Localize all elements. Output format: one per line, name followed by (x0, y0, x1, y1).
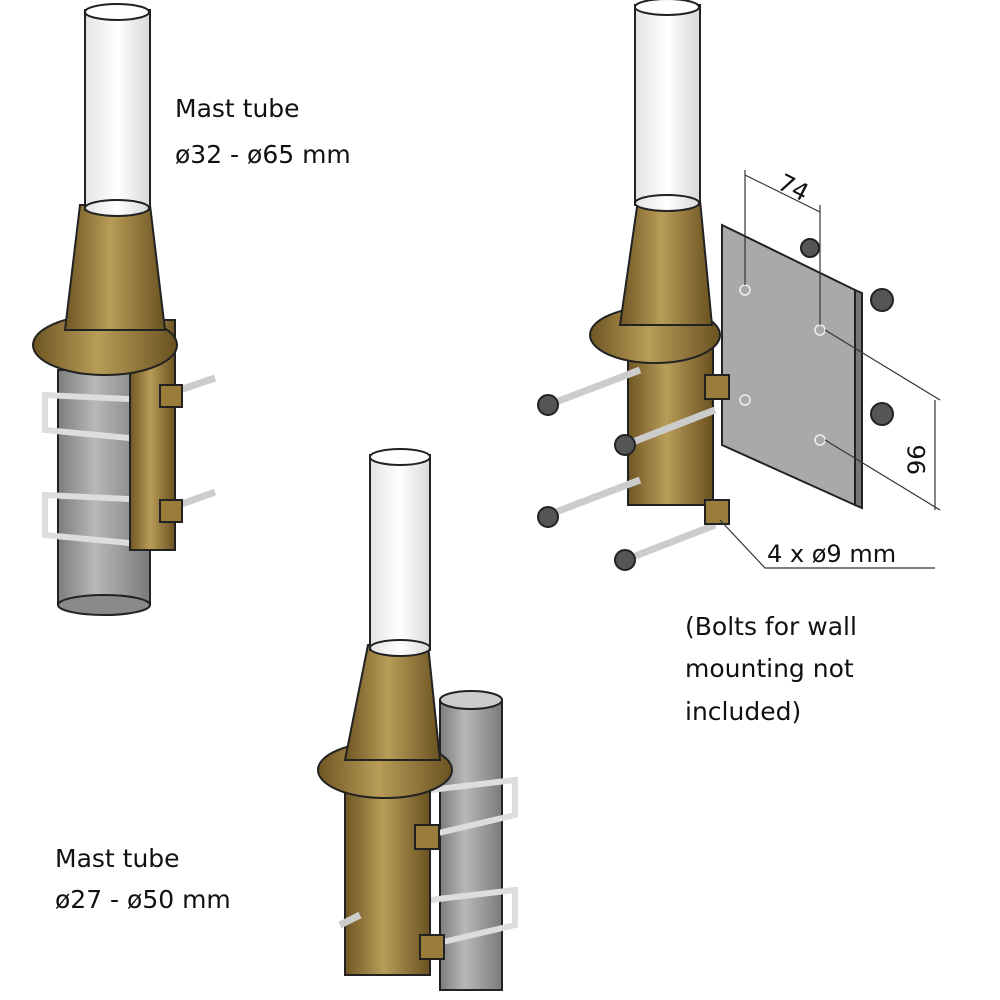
u-bolt (429, 776, 518, 838)
cone (63, 204, 167, 331)
left-mast-label-line2: ø32 - ø65 mm (175, 140, 351, 169)
clamp-nuts (159, 374, 217, 523)
bottom-mast-label-line2: ø27 - ø50 mm (55, 885, 231, 914)
antenna-tube (634, 4, 701, 206)
dimension-height: 96 (903, 444, 931, 475)
wall-mount-assembly: 74 96 4 x ø9 mm (Bolts for wall mounting… (537, 0, 941, 726)
clamp-nuts (338, 824, 445, 960)
left-mount-assembly: Mast tube ø32 - ø65 mm (32, 3, 351, 616)
wall-bolts (537, 366, 717, 571)
left-mast-label-line1: Mast tube (175, 94, 300, 123)
bracket-body (344, 769, 431, 976)
antenna-tube (84, 9, 151, 211)
bottom-mast-label-line1: Mast tube (55, 844, 180, 873)
nuts (800, 238, 894, 426)
bolts-note-line2: mounting not (685, 654, 854, 683)
bolts-note-line3: included) (685, 697, 801, 726)
wall-plate (721, 223, 856, 507)
dimension-lines (719, 170, 941, 569)
cone (618, 199, 714, 326)
bottom-mount-assembly: Mast tube ø27 - ø50 mm (55, 448, 518, 991)
mast-tube (439, 699, 503, 991)
cone (343, 644, 442, 761)
clamp-nuts (704, 374, 730, 525)
hole-spec-label: 4 x ø9 mm (767, 540, 896, 568)
u-bolt (42, 391, 151, 443)
bolts-note-line1: (Bolts for wall (685, 612, 857, 641)
antenna-tube (369, 454, 431, 651)
dimension-width: 74 (773, 168, 813, 207)
bracket-body (627, 339, 714, 506)
